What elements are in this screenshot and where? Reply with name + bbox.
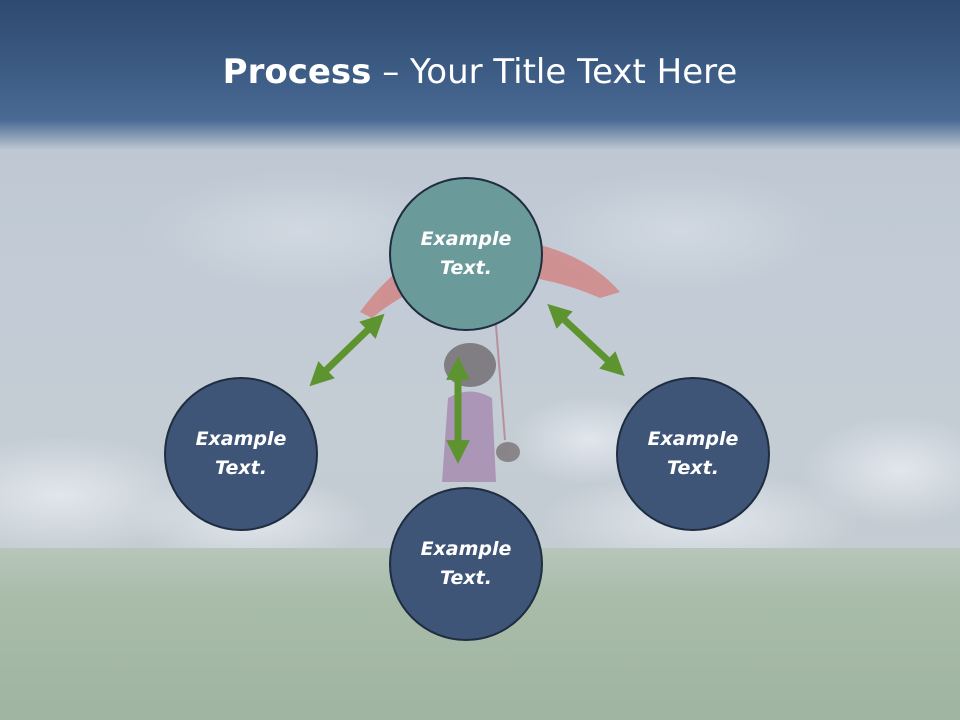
node-label: Example Text. [420,538,512,589]
title-bold: Process [222,52,372,92]
node-label: Example Text. [195,428,287,479]
slide-title: Process – Your Title Text Here [0,52,960,92]
node-label: Example Text. [647,428,739,479]
title-separator: – [371,52,411,92]
process-node-top: Example Text. [389,177,543,331]
double-arrow-icon [309,313,385,387]
node-label: Example Text. [420,228,512,279]
process-node-left: Example Text. [164,377,318,531]
title-rest: Your Title Text Here [410,52,738,92]
title-band [0,0,960,150]
process-node-bottom: Example Text. [389,487,543,641]
double-arrow-icon [547,303,625,377]
process-node-right: Example Text. [616,377,770,531]
